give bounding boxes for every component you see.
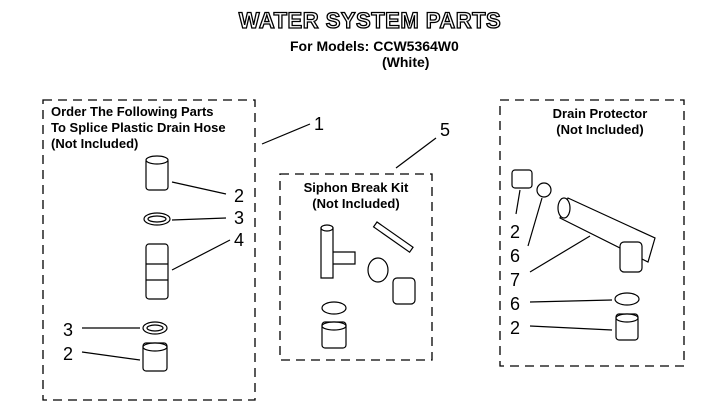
callout-group-splice: 1 <box>314 114 325 134</box>
splice-group-label: Order The Following Parts To Splice Plas… <box>51 104 226 151</box>
callout-right-gasket-top: 6 <box>510 246 521 266</box>
callout-left-clamp-top: 3 <box>234 208 245 228</box>
siphon-group-box <box>279 173 433 361</box>
coupler-tube <box>145 243 169 300</box>
callout-left-clamp-bottom: 3 <box>63 320 74 340</box>
callout-left-coupler: 4 <box>234 230 245 250</box>
clamp-ring-bottom <box>142 321 168 335</box>
leader-left-coupler <box>171 239 231 271</box>
leader-right-body <box>529 235 591 273</box>
color-line: (White) <box>382 54 430 70</box>
leader-right-gasket-bottom <box>529 299 613 303</box>
siphon-ring <box>321 301 347 315</box>
drain-group-label: Drain Protector (Not Included) <box>552 106 648 137</box>
siphon-cap <box>392 277 416 305</box>
leader-group-siphon <box>395 137 437 169</box>
leader-left-connector-bottom <box>81 351 141 361</box>
clamp-ring-top <box>143 212 171 226</box>
siphon-tee <box>320 227 356 279</box>
callout-right-gasket-bottom: 6 <box>510 294 521 314</box>
splice-group-box <box>42 99 256 401</box>
leader-group-splice <box>261 123 311 145</box>
siphon-washer <box>367 257 389 283</box>
callout-left-connector-bottom: 2 <box>63 344 74 364</box>
drain-protector-gasket-bottom <box>614 292 640 306</box>
callout-right-cap: 2 <box>510 222 521 242</box>
leader-right-gasket-top <box>527 197 543 247</box>
callout-group-siphon: 5 <box>440 120 451 140</box>
diagram-title: WATER SYSTEM PARTS <box>238 7 502 33</box>
callout-left-connector-top: 2 <box>234 186 245 206</box>
drain-protector-cap <box>511 169 533 189</box>
drain-protector-gasket-top <box>536 182 552 198</box>
callout-right-connector: 2 <box>510 318 521 338</box>
leader-left-clamp-top <box>171 217 227 221</box>
leader-right-connector <box>529 325 613 331</box>
leader-right-cap <box>515 189 521 215</box>
models-line: For Models: CCW5364W0 <box>290 38 459 54</box>
callout-right-body: 7 <box>510 270 521 290</box>
siphon-pin <box>372 221 414 253</box>
drain-group-box <box>499 99 685 367</box>
siphon-group-label: Siphon Break Kit (Not Included) <box>303 180 409 211</box>
leader-left-connector-top <box>171 181 227 195</box>
